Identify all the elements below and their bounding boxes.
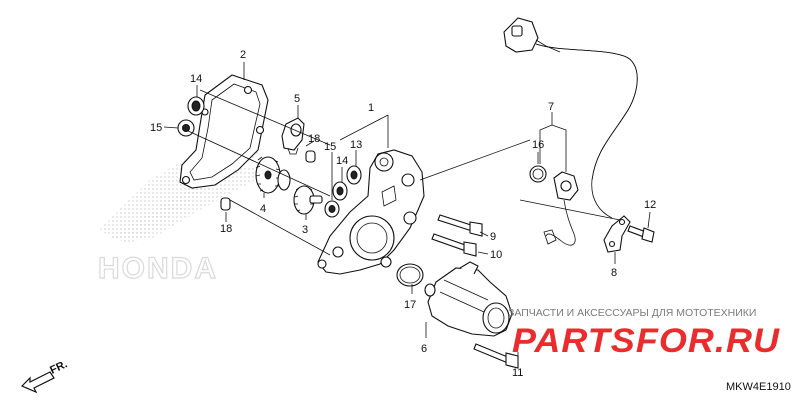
oil-seal-part-left [177, 119, 195, 137]
front-direction-arrow: FR. [20, 358, 69, 394]
callout-3: 3 [302, 224, 308, 236]
callout-9: 9 [490, 231, 496, 243]
callout-15-middle: 15 [324, 141, 336, 153]
callout-10: 10 [490, 249, 502, 261]
bolt-part-9 [437, 214, 483, 237]
gear-part-4 [255, 156, 291, 194]
oil-seal-part-middle [324, 200, 340, 218]
bracket-part-8 [603, 215, 631, 253]
callout-1: 1 [368, 102, 374, 114]
callout-17: 17 [404, 299, 416, 311]
diagram-code: MKW4E1910 [726, 381, 791, 393]
wire-harness [535, 43, 638, 219]
callout-8: 8 [611, 267, 617, 279]
callout-16: 16 [532, 139, 544, 151]
callout-2: 2 [240, 49, 246, 61]
bolt-part-10 [431, 233, 477, 257]
shaft-part-5 [281, 117, 305, 155]
connector-part [503, 17, 561, 53]
callout-6: 6 [421, 343, 427, 355]
callout-15-left: 15 [150, 122, 162, 134]
dowel-pin-part-upper [305, 150, 316, 163]
brand-tagline: ЗАПЧАСТИ И АКСЕССУАРЫ ДЛЯ МОТОТЕХНИКИ [508, 307, 756, 319]
brand-site-name[interactable]: PARTSFOR.RU [512, 322, 780, 360]
callout-4: 4 [260, 203, 266, 215]
gear-part-3 [293, 185, 323, 215]
dowel-pin-part-left [220, 197, 231, 211]
bolt-part-11 [473, 343, 519, 369]
callout-7: 7 [548, 101, 554, 113]
callout-11: 11 [512, 367, 523, 379]
gasket-part [179, 74, 269, 189]
callout-18-left: 18 [220, 223, 232, 235]
callout-13: 13 [350, 139, 362, 151]
shift-motor-part [424, 261, 513, 337]
callout-14-middle: 14 [336, 155, 348, 167]
honda-watermark-text: HONDA [98, 252, 218, 285]
o-ring-part-17 [396, 263, 424, 287]
bolt-part-12 [627, 225, 655, 243]
callout-14-left: 14 [190, 73, 202, 85]
callout-labels: 1 2 3 4 5 6 7 8 9 10 11 12 13 14 14 15 1… [150, 49, 656, 379]
sensor-part-7 [543, 171, 579, 246]
callout-5: 5 [294, 93, 300, 105]
bearing-part-middle [332, 181, 348, 201]
front-direction-label: FR. [48, 358, 69, 376]
bearing-part-left [187, 96, 205, 116]
callout-18-upper: 18 [308, 133, 320, 145]
bearing-part-13 [346, 165, 362, 185]
o-ring-part-16 [529, 165, 547, 183]
motor-cover-housing [317, 149, 425, 275]
leader-lines [163, 62, 651, 362]
callout-12: 12 [644, 199, 656, 211]
